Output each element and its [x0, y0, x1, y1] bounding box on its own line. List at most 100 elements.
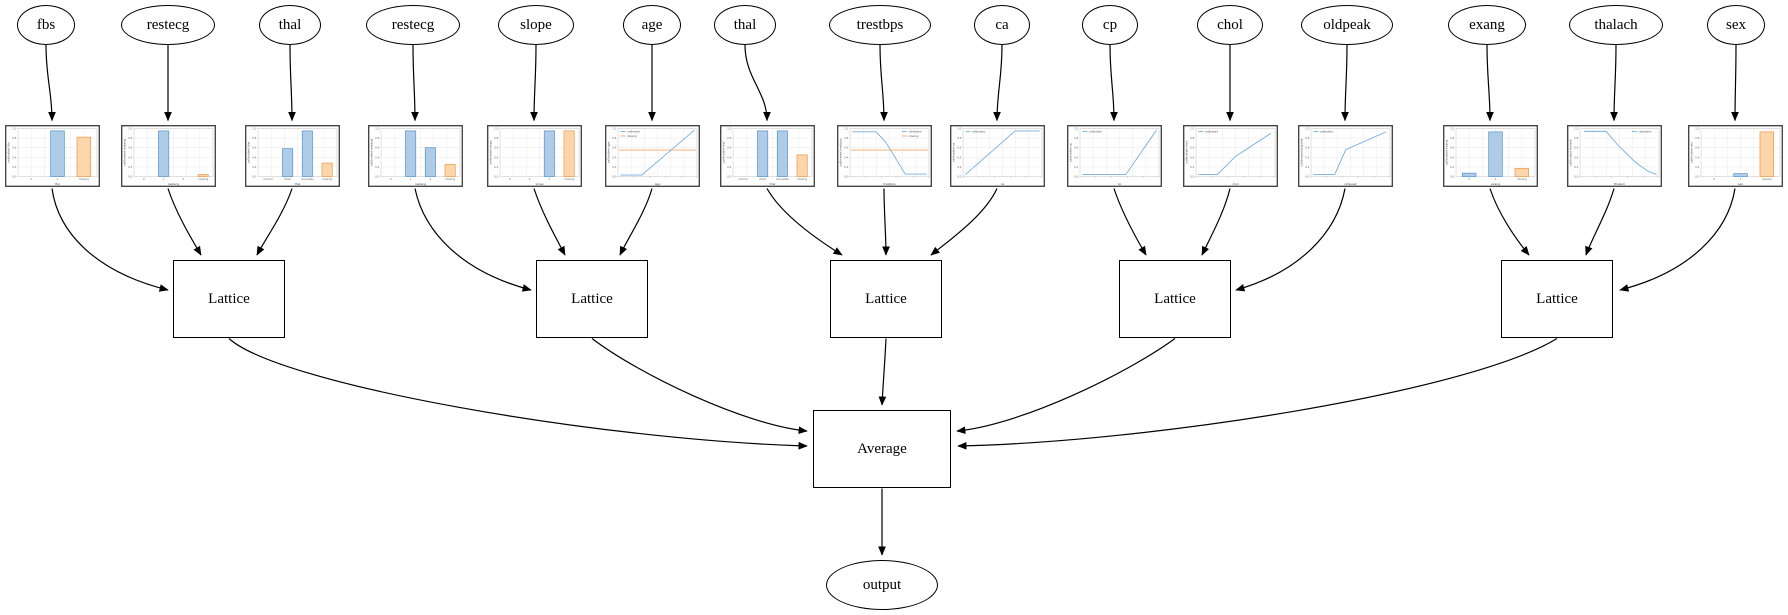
svg-text:1.0: 1.0: [1305, 127, 1310, 131]
feature-node-label: chol: [1217, 16, 1243, 33]
lattice-node-4: Lattice: [1119, 260, 1231, 338]
arrow-edge: [1109, 44, 1118, 122]
svg-text:calibrated chol: calibrated chol: [1184, 141, 1188, 163]
svg-text:0.0: 0.0: [727, 175, 732, 179]
svg-text:missing: missing: [908, 134, 918, 138]
lattice-node-label: Lattice: [1536, 290, 1578, 307]
svg-text:0.8: 0.8: [1305, 136, 1310, 140]
svg-text:1: 1: [56, 177, 58, 181]
feature-node-label: sex: [1726, 16, 1746, 33]
arrow-edge: [882, 188, 890, 256]
svg-text:0: 0: [390, 177, 392, 181]
svg-text:chol: chol: [1232, 182, 1238, 186]
feature-node-label: cp: [1102, 16, 1118, 33]
svg-text:0.2: 0.2: [1574, 165, 1579, 169]
arrow-edge: [1585, 188, 1615, 256]
svg-text:0.6: 0.6: [612, 146, 617, 150]
svg-text:0.6: 0.6: [12, 146, 17, 150]
svg-text:0.2: 0.2: [494, 165, 499, 169]
arrow-edge: [228, 338, 808, 450]
arrow-edge: [1201, 188, 1231, 256]
svg-text:0.6: 0.6: [727, 146, 732, 150]
svg-text:0.6: 0.6: [1074, 146, 1079, 150]
svg-text:0.4: 0.4: [1190, 155, 1195, 159]
average-node-label: Average: [857, 440, 907, 457]
svg-text:0.8: 0.8: [1074, 136, 1079, 140]
svg-text:1.0: 1.0: [12, 127, 17, 131]
svg-text:calibrated: calibrated: [1319, 130, 1332, 134]
svg-text:0.6: 0.6: [128, 146, 133, 150]
feature-node-label: oldpeak: [1323, 16, 1371, 33]
svg-text:0.2: 0.2: [1074, 165, 1079, 169]
svg-text:0.4: 0.4: [612, 155, 617, 159]
svg-text:0.2: 0.2: [1305, 165, 1310, 169]
svg-text:missing: missing: [1516, 177, 1526, 181]
lattice-node-label: Lattice: [1154, 290, 1196, 307]
arrow-edge: [1489, 188, 1530, 256]
svg-text:0.2: 0.2: [1695, 165, 1700, 169]
svg-text:0.2: 0.2: [1450, 165, 1455, 169]
svg-text:0.4: 0.4: [12, 155, 17, 159]
feature-node-age: age: [623, 5, 681, 45]
svg-text:0.0: 0.0: [1074, 175, 1079, 179]
lattice-node-3: Lattice: [830, 260, 942, 338]
svg-text:calibrated: calibrated: [1638, 130, 1651, 134]
svg-text:0.0: 0.0: [494, 175, 499, 179]
svg-text:missing: missing: [564, 177, 574, 181]
svg-text:0.6: 0.6: [957, 146, 962, 150]
svg-text:0.4: 0.4: [375, 155, 380, 159]
svg-text:missing: missing: [198, 177, 208, 181]
svg-text:age: age: [654, 182, 660, 186]
svg-text:reversible: reversible: [300, 177, 313, 181]
svg-text:missing: missing: [1761, 177, 1771, 181]
svg-text:fbs: fbs: [55, 182, 60, 186]
svg-text:1.0: 1.0: [844, 127, 849, 131]
svg-text:0.8: 0.8: [844, 136, 849, 140]
output-node: output: [826, 560, 938, 610]
svg-text:0.0: 0.0: [1190, 175, 1195, 179]
svg-text:0.2: 0.2: [1190, 165, 1195, 169]
svg-text:calibrated age: calibrated age: [606, 142, 610, 164]
arrow-edge: [414, 188, 532, 292]
svg-text:0.6: 0.6: [1695, 146, 1700, 150]
arrow-edge: [957, 337, 1558, 450]
svg-text:0.6: 0.6: [1450, 146, 1455, 150]
svg-text:1.0: 1.0: [128, 127, 133, 131]
svg-text:0.8: 0.8: [1695, 136, 1700, 140]
svg-text:0.4: 0.4: [1450, 155, 1455, 159]
svg-text:1: 1: [162, 177, 164, 181]
svg-text:missing: missing: [322, 177, 332, 181]
svg-text:0.8: 0.8: [957, 136, 962, 140]
arrow-edge: [1619, 188, 1736, 292]
svg-text:0.2: 0.2: [128, 165, 133, 169]
svg-text:1: 1: [1494, 177, 1496, 181]
svg-text:0.4: 0.4: [252, 155, 257, 159]
feature-node-label: age: [641, 16, 663, 33]
arrow-edge: [533, 188, 566, 256]
svg-text:0.0: 0.0: [1450, 175, 1455, 179]
svg-text:0.0: 0.0: [1695, 175, 1700, 179]
arrow-edge: [530, 44, 538, 122]
svg-text:0: 0: [30, 177, 32, 181]
svg-text:0: 0: [1468, 177, 1470, 181]
arrow-edge: [51, 188, 169, 292]
svg-text:1: 1: [528, 177, 530, 181]
svg-text:missing: missing: [626, 134, 636, 138]
svg-text:calibrated thal: calibrated thal: [721, 141, 725, 163]
svg-text:ca: ca: [1000, 182, 1004, 186]
svg-text:0.2: 0.2: [727, 165, 732, 169]
svg-text:1.0: 1.0: [375, 127, 380, 131]
svg-text:restecg: restecg: [414, 182, 425, 186]
svg-text:calibrated cp: calibrated cp: [1068, 143, 1072, 163]
svg-text:0.2: 0.2: [844, 165, 849, 169]
arrow-edge: [1731, 44, 1739, 122]
svg-text:calibrated slope: calibrated slope: [488, 140, 492, 164]
lattice-node-2: Lattice: [536, 260, 648, 338]
feature-node-label: thal: [733, 16, 757, 33]
arrow-edge: [879, 44, 888, 122]
arrow-edge: [619, 188, 653, 256]
svg-text:calibrated fbs: calibrated fbs: [6, 142, 10, 163]
